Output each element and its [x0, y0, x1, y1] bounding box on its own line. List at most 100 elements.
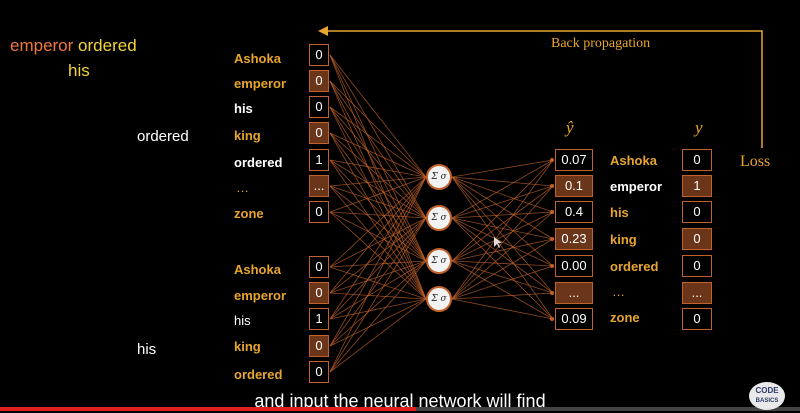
- network-edge: [329, 211, 427, 262]
- network-edge: [451, 292, 554, 300]
- edge-arrowhead: [550, 184, 554, 188]
- edge-arrowhead: [550, 158, 554, 162]
- network-edge: [329, 260, 427, 373]
- output-word: ordered: [610, 259, 659, 274]
- network-edge: [329, 217, 427, 347]
- input1-cell: 0: [309, 96, 329, 118]
- input2-cell: 0: [309, 361, 329, 383]
- network-edge: [329, 159, 427, 219]
- network-edge: [451, 176, 554, 267]
- back-propagation-arrowhead: [318, 26, 328, 36]
- prediction-cell: 0.23: [555, 228, 593, 250]
- output-word: king: [610, 232, 637, 247]
- network-edge: [329, 176, 427, 187]
- input1-cell: 0: [309, 44, 329, 66]
- target-cell: ...: [682, 282, 712, 304]
- y-hat-label: ŷ: [566, 118, 574, 137]
- network-edge: [329, 260, 427, 347]
- target-cell: 0: [682, 228, 712, 250]
- network-edge: [451, 260, 554, 267]
- network-edge: [451, 298, 554, 320]
- network-edge: [329, 106, 427, 178]
- network-edge: [329, 132, 427, 178]
- back-propagation-arrow: [326, 30, 763, 148]
- edge-arrowhead: [550, 291, 554, 295]
- target-cell: 0: [682, 201, 712, 223]
- hidden-neuron: Σ σ: [426, 286, 452, 312]
- input1-word: ordered: [234, 155, 283, 170]
- input2-word: king: [234, 339, 261, 354]
- code-basics-logo: CODE BASICS: [749, 382, 785, 410]
- prediction-cell: 0.1: [555, 175, 593, 197]
- network-edge: [329, 211, 427, 219]
- prediction-cell: 0.00: [555, 255, 593, 277]
- network-edge: [451, 159, 554, 300]
- prediction-cell: 0.4: [555, 201, 593, 223]
- target-cell: 1: [682, 175, 712, 197]
- input1-cell: 0: [309, 122, 329, 144]
- input2-cell: 0: [309, 256, 329, 278]
- network-edge: [451, 211, 554, 219]
- network-edge: [451, 176, 554, 320]
- network-edge: [329, 217, 427, 373]
- network-edge: [329, 54, 427, 219]
- mouse-cursor-icon: [494, 237, 502, 248]
- video-progress-bar[interactable]: [0, 407, 800, 411]
- network-edge: [329, 80, 427, 300]
- network-edge: [451, 265, 554, 300]
- input1-word: zone: [234, 206, 264, 221]
- input1-cell: 0: [309, 70, 329, 92]
- network-edge: [451, 238, 554, 262]
- video-subtitle: and input the neural network will find: [254, 391, 546, 411]
- edge-arrowhead: [550, 210, 554, 214]
- network-edge: [329, 176, 427, 268]
- input1-word: king: [234, 128, 261, 143]
- input1-cell: 0: [309, 201, 329, 223]
- target-cell: 0: [682, 308, 712, 330]
- network-edge: [451, 260, 554, 320]
- output-word: emperor: [610, 179, 663, 194]
- network-edge: [329, 159, 427, 178]
- logo-text-basics: BASICS: [755, 398, 779, 404]
- input1-word: Ashoka: [234, 51, 281, 66]
- input2-word: emperor: [234, 288, 287, 303]
- network-edge: [329, 54, 427, 178]
- output-word: …: [612, 284, 625, 299]
- network-edge: [329, 132, 427, 219]
- input2-cell: 0: [309, 335, 329, 357]
- target-cell: 0: [682, 255, 712, 277]
- network-edge: [329, 80, 427, 262]
- network-edge: [451, 217, 554, 320]
- network-edge: [329, 266, 427, 300]
- network-edge: [451, 159, 554, 262]
- network-edge: [329, 176, 427, 347]
- network-edge: [451, 159, 554, 178]
- network-edge: [329, 217, 427, 294]
- network-edge: [451, 211, 554, 300]
- context-words: emperor ordered: [10, 36, 137, 56]
- network-edge: [329, 217, 427, 320]
- prediction-cell: 0.07: [555, 149, 593, 171]
- context-word-his: his: [68, 61, 90, 80]
- network-edge: [329, 176, 427, 294]
- network-edge: [451, 185, 554, 219]
- network-edge: [329, 106, 427, 300]
- network-edge: [451, 260, 554, 294]
- input1-cell: ...: [309, 175, 329, 197]
- input2-word: his: [234, 313, 251, 328]
- network-edge: [329, 80, 427, 178]
- network-edge: [329, 106, 427, 262]
- network-edge: [329, 176, 427, 213]
- input1-word: his: [234, 101, 253, 116]
- network-edge: [329, 106, 427, 219]
- network-edge: [329, 185, 427, 219]
- context-word-ordered: ordered: [78, 36, 137, 55]
- network-edge: [329, 54, 427, 300]
- hidden-neuron: Σ σ: [426, 164, 452, 190]
- output-word: Ashoka: [610, 153, 657, 168]
- prediction-cell: 0.09: [555, 308, 593, 330]
- prediction-cell: ...: [555, 282, 593, 304]
- back-propagation-label: Back propagation: [551, 36, 651, 51]
